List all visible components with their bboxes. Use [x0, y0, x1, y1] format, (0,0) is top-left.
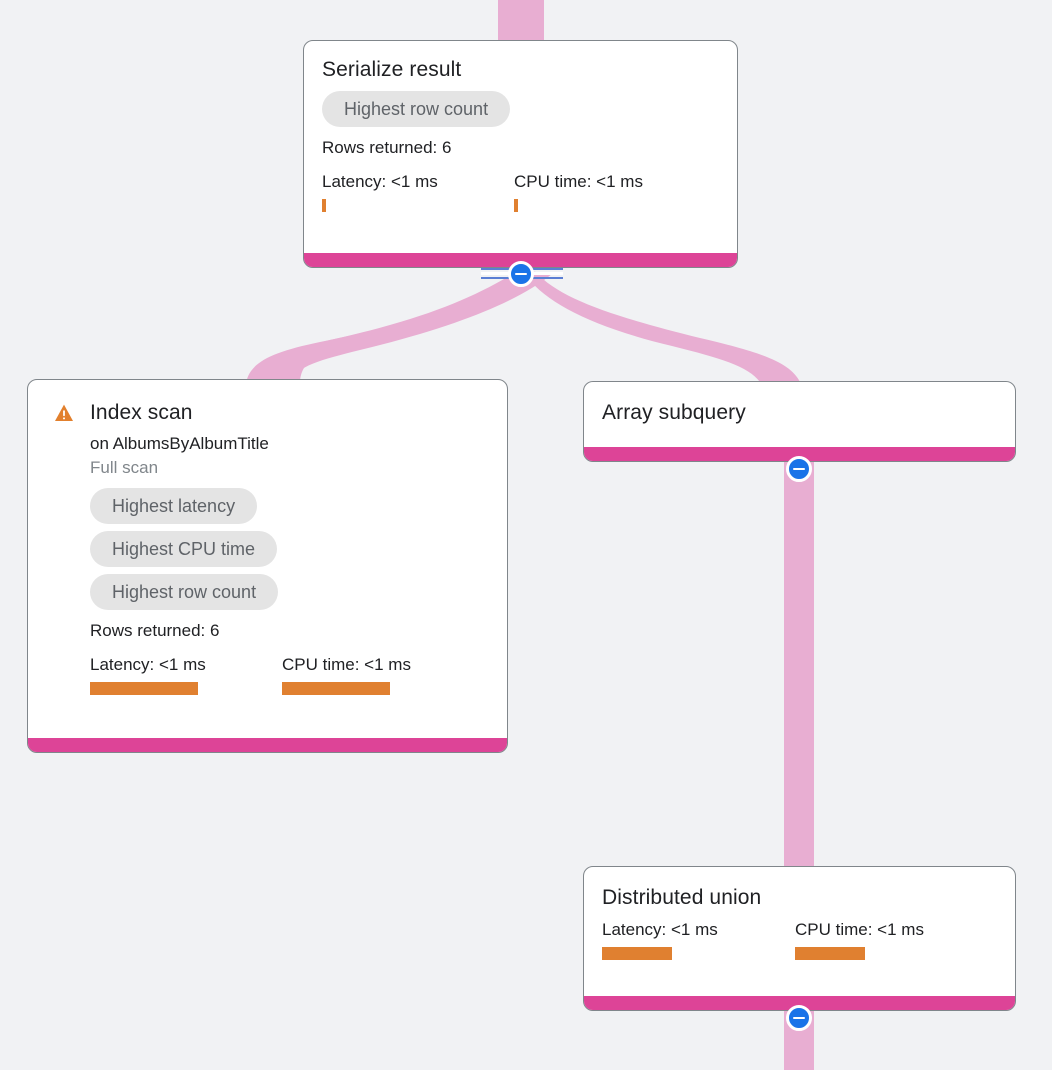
metric-cpu-time-label: CPU time: <1 ms — [795, 920, 924, 939]
edge-serialize-to-index-scan-body — [246, 270, 552, 383]
node-body: Array subquery — [584, 382, 1015, 447]
node-footer — [584, 447, 1015, 461]
metric-cpu-time: CPU time: <1 ms — [514, 171, 643, 212]
metric-cpu-time: CPU time: <1 ms — [795, 919, 924, 960]
node-title-row: Serialize result — [322, 57, 719, 83]
edge-serialize-to-index-scan — [282, 272, 540, 380]
node-chips: Highest latency Highest CPU time Highest… — [90, 488, 489, 610]
metric-cpu-time-label: CPU time: <1 ms — [282, 655, 411, 674]
metric-cpu-time: CPU time: <1 ms — [282, 654, 411, 695]
edge-array-to-distributed — [784, 462, 814, 872]
node-chips: Highest row count — [322, 91, 719, 127]
metric-cpu-time-bar — [795, 947, 865, 960]
metric-cpu-time-bar — [282, 682, 390, 695]
metric-cpu-time-bar — [514, 199, 518, 212]
collapse-minus-icon-distributed-union[interactable] — [786, 1005, 812, 1031]
collapse-minus-icon-serialize-result[interactable] — [508, 261, 534, 287]
edge-incoming-top — [498, 0, 544, 42]
node-footer — [28, 738, 507, 752]
node-metrics: Latency: <1 ms CPU time: <1 ms — [322, 171, 719, 212]
metric-latency-bar — [602, 947, 672, 960]
edge-serialize-to-array-subquery — [528, 272, 800, 382]
metric-latency-label: Latency: <1 ms — [602, 920, 718, 939]
node-footer — [584, 996, 1015, 1010]
node-title-row: Array subquery — [602, 400, 997, 426]
node-subtitle-muted: Full scan — [90, 458, 159, 477]
metric-latency: Latency: <1 ms — [90, 654, 282, 695]
node-array-subquery[interactable]: Array subquery — [583, 381, 1016, 462]
metric-latency: Latency: <1 ms — [602, 919, 795, 960]
rows-returned: Rows returned: 6 — [322, 138, 452, 157]
node-serialize-result[interactable]: Serialize result Highest row count Rows … — [303, 40, 738, 268]
node-title: Serialize result — [322, 58, 462, 81]
node-title: Index scan — [90, 401, 193, 424]
node-body: Distributed union Latency: <1 ms CPU tim… — [584, 867, 1015, 996]
metric-latency-bar — [90, 682, 198, 695]
metric-latency-label: Latency: <1 ms — [322, 172, 438, 191]
chip-highest-latency: Highest latency — [90, 488, 258, 524]
rows-returned: Rows returned: 6 — [90, 621, 220, 640]
metric-latency-bar — [322, 199, 326, 212]
node-title: Distributed union — [602, 886, 762, 909]
warning-triangle-icon — [55, 404, 73, 421]
node-title-row: Distributed union — [602, 885, 997, 911]
node-metrics: Latency: <1 ms CPU time: <1 ms — [602, 919, 997, 960]
chip-highest-cpu-time: Highest CPU time — [90, 531, 278, 567]
chip-highest-row-count: Highest row count — [90, 574, 279, 610]
node-footer — [304, 253, 737, 267]
metric-latency: Latency: <1 ms — [322, 171, 514, 212]
metric-cpu-time-label: CPU time: <1 ms — [514, 172, 643, 191]
chip-highest-row-count: Highest row count — [322, 91, 511, 127]
metric-latency-label: Latency: <1 ms — [90, 655, 206, 674]
node-detail-group: on AlbumsByAlbumTitle Full scan Highest … — [54, 432, 489, 695]
node-metrics: Latency: <1 ms CPU time: <1 ms — [90, 654, 489, 695]
node-title: Array subquery — [602, 401, 746, 424]
node-subtitle: on AlbumsByAlbumTitle — [90, 434, 269, 453]
node-index-scan[interactable]: Index scan on AlbumsByAlbumTitle Full sc… — [27, 379, 508, 753]
collapse-minus-icon-array-subquery[interactable] — [786, 456, 812, 482]
node-body: Serialize result Highest row count Rows … — [304, 41, 737, 253]
node-title-row: Index scan — [54, 400, 489, 426]
node-distributed-union[interactable]: Distributed union Latency: <1 ms CPU tim… — [583, 866, 1016, 1011]
node-body: Index scan on AlbumsByAlbumTitle Full sc… — [28, 380, 507, 738]
